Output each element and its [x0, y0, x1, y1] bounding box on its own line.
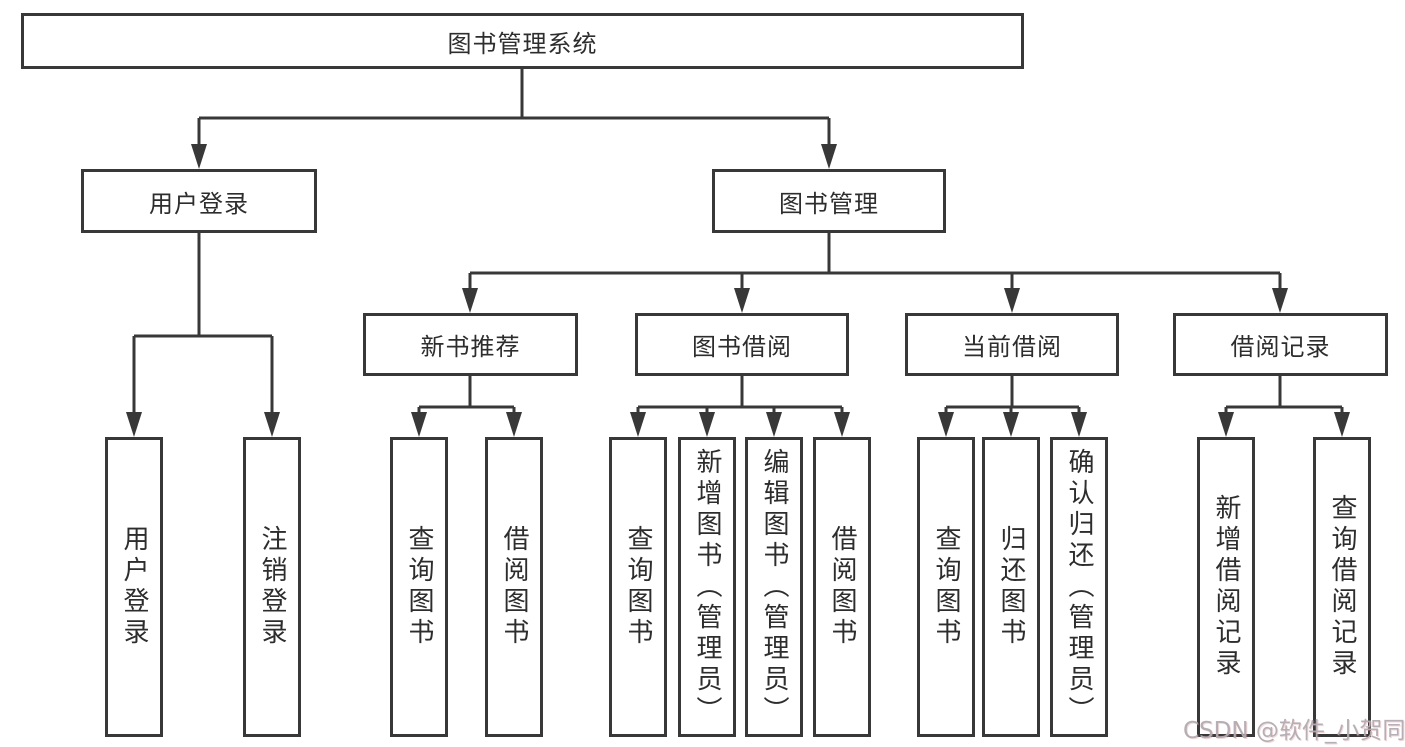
- node-current-borrowing-label: 当前借阅: [962, 333, 1062, 361]
- node-user-login-module: 用户登录: [81, 169, 317, 233]
- leaf-logout-label: 注销登录: [257, 525, 287, 649]
- leaf-return-books: 归还图书: [982, 437, 1040, 737]
- leaf-query-books-recommendation: 查询图书: [390, 437, 448, 737]
- leaf-add-books-admin: 新增图书（管理员）: [678, 437, 736, 737]
- node-book-borrowing-label: 图书借阅: [692, 333, 792, 361]
- node-new-book-recommendation-label: 新书推荐: [420, 333, 521, 361]
- leaf-query-books-current: 查询图书: [917, 437, 975, 737]
- node-book-borrowing: 图书借阅: [635, 313, 849, 376]
- leaf-add-borrow-record-label: 新增借阅记录: [1211, 494, 1241, 680]
- node-borrowing-records-label: 借阅记录: [1230, 333, 1331, 361]
- leaf-borrow-books-recommendation: 借阅图书: [485, 437, 543, 737]
- leaf-query-books-current-label: 查询图书: [931, 525, 961, 649]
- leaf-query-borrow-record-label: 查询借阅记录: [1327, 494, 1357, 680]
- leaf-add-borrow-record: 新增借阅记录: [1197, 437, 1255, 737]
- leaf-query-books-borrowing-label: 查询图书: [623, 525, 653, 649]
- node-new-book-recommendation: 新书推荐: [363, 313, 578, 376]
- leaf-add-books-admin-label: 新增图书（管理员）: [692, 447, 722, 727]
- node-user-login-module-label: 用户登录: [149, 189, 249, 218]
- node-library-management-system: 图书管理系统: [21, 13, 1024, 69]
- leaf-confirm-return-admin-label: 确认归还（管理员）: [1064, 447, 1094, 727]
- leaf-edit-books-admin: 编辑图书（管理员）: [745, 437, 803, 737]
- node-borrowing-records: 借阅记录: [1173, 313, 1388, 376]
- leaf-edit-books-admin-label: 编辑图书（管理员）: [759, 447, 789, 727]
- leaf-borrow-books-recommendation-label: 借阅图书: [499, 525, 529, 649]
- leaf-return-books-label: 归还图书: [996, 525, 1026, 649]
- node-book-management-module-label: 图书管理: [779, 189, 879, 218]
- leaf-borrow-books-label: 借阅图书: [827, 525, 857, 649]
- leaf-confirm-return-admin: 确认归还（管理员）: [1050, 437, 1108, 737]
- node-library-management-system-label: 图书管理系统: [447, 29, 598, 58]
- leaf-borrow-books: 借阅图书: [813, 437, 871, 737]
- node-book-management-module: 图书管理: [712, 169, 946, 233]
- leaf-query-books-borrowing: 查询图书: [609, 437, 667, 737]
- node-current-borrowing: 当前借阅: [905, 313, 1119, 376]
- leaf-query-borrow-record: 查询借阅记录: [1313, 437, 1371, 737]
- leaf-user-login-label: 用户登录: [119, 525, 149, 649]
- leaf-query-books-recommendation-label: 查询图书: [404, 525, 434, 649]
- leaf-user-login: 用户登录: [105, 437, 163, 737]
- csdn-watermark: CSDN @软件_小贺同学: [1183, 718, 1405, 744]
- leaf-logout: 注销登录: [243, 437, 301, 737]
- arrowheads: [126, 144, 1350, 437]
